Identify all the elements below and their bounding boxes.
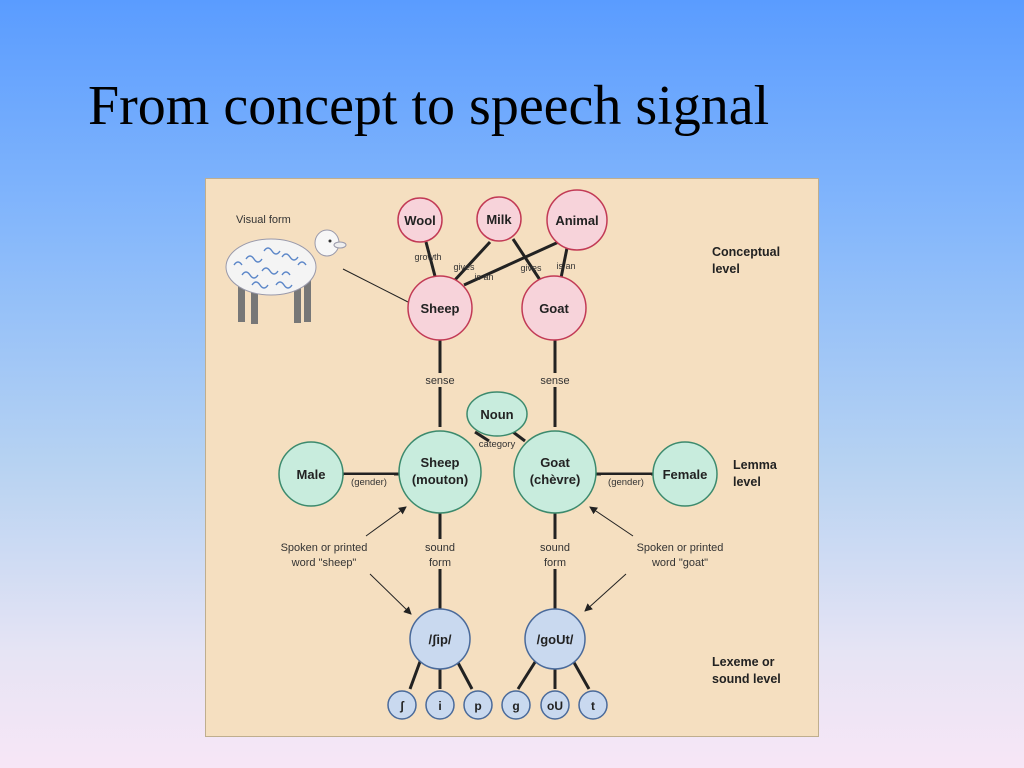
node-female <box>652 441 718 507</box>
segment-4-label: g <box>512 699 519 713</box>
link-seg-6 <box>570 658 591 690</box>
segment-2 <box>425 690 455 720</box>
link-animal-sheep <box>463 238 564 287</box>
link-label-gender-right: (gender) <box>608 477 644 488</box>
segment-3 <box>463 690 493 720</box>
node-sheep-lemma <box>398 430 482 514</box>
diagram-panel: Visual form Wool Milk Animal Sheep Goat … <box>205 178 819 737</box>
link-label-gender-left: (gender) <box>351 477 387 488</box>
concept-to-speech-diagram: Visual form Wool Milk Animal Sheep Goat … <box>225 189 781 720</box>
link-label-soundform-right-1: sound <box>540 542 570 554</box>
segment-3-label: p <box>474 699 481 713</box>
segment-4 <box>501 690 531 720</box>
arrow-left-to-lexeme <box>369 573 412 615</box>
link-label-growth: growth <box>414 252 441 262</box>
node-sheep-lemma-line1: Sheep <box>420 455 459 470</box>
link-category-left <box>474 430 490 443</box>
segment-1 <box>387 690 417 720</box>
node-female-label: Female <box>663 467 708 482</box>
segment-2-label: i <box>438 699 441 713</box>
link-milk-sheep <box>452 240 492 283</box>
node-milk <box>476 196 522 242</box>
link-label-sense-left: sense <box>425 375 454 387</box>
node-sheep-lemma-line2: (mouton) <box>412 472 468 487</box>
connector-lines <box>343 238 654 690</box>
input-right-line1: Spoken or printed <box>637 542 724 554</box>
segment-6 <box>578 690 608 720</box>
input-left-line1: Spoken or printed <box>281 542 368 554</box>
link-label-sense-right: sense <box>540 375 569 387</box>
link-label-is-an-left: is an <box>474 272 493 282</box>
node-goat-concept <box>521 275 587 341</box>
node-goat-lemma <box>513 430 597 514</box>
link-seg-3 <box>454 658 474 690</box>
node-milk-label: Milk <box>486 212 512 227</box>
link-seg-1 <box>408 658 423 690</box>
level-conceptual-line1: Conceptual <box>712 245 780 259</box>
sheep-drawing-icon <box>225 229 347 324</box>
visual-form-pointer <box>342 268 409 303</box>
link-label-gives-right: gives <box>520 263 542 273</box>
slide-title: From concept to speech signal <box>88 75 770 137</box>
node-animal-label: Animal <box>555 213 598 228</box>
link-label-category: category <box>479 439 516 450</box>
node-male-label: Male <box>297 467 326 482</box>
node-goat-concept-label: Goat <box>539 301 569 316</box>
arrow-right-to-lemma <box>589 506 634 537</box>
level-lemma-line2: level <box>733 475 761 489</box>
node-goat-lemma-line1: Goat <box>540 455 570 470</box>
node-goat-lexeme-label: /goUt/ <box>537 632 574 647</box>
node-goat-lexeme <box>524 608 586 670</box>
level-lexeme-line2: sound level <box>712 672 781 686</box>
segment-6-label: t <box>591 699 595 713</box>
node-wool-label: Wool <box>404 213 436 228</box>
arrow-left-to-lemma <box>365 506 407 537</box>
link-label-soundform-left-1: sound <box>425 542 455 554</box>
node-wool <box>397 197 443 243</box>
input-left-line2: word "sheep" <box>291 557 357 569</box>
node-sheep-concept-label: Sheep <box>420 301 459 316</box>
visual-form-label: Visual form <box>236 214 291 226</box>
segment-5 <box>540 690 570 720</box>
link-label-soundform-right-2: form <box>544 557 566 569</box>
node-sheep-lexeme-label: /ʃip/ <box>428 632 451 647</box>
link-label-is-an-right: is an <box>556 261 575 271</box>
node-noun <box>466 391 528 437</box>
node-sheep-lexeme <box>409 608 471 670</box>
node-animal <box>546 189 608 251</box>
segment-5-label: oU <box>547 699 563 713</box>
link-seg-4 <box>516 658 539 690</box>
link-label-gives-left: gives <box>453 262 475 272</box>
level-conceptual-line2: level <box>712 262 740 276</box>
link-label-soundform-left-2: form <box>429 557 451 569</box>
link-milk-goat <box>511 238 544 284</box>
node-noun-label: Noun <box>480 407 513 422</box>
input-right-line2: word "goat" <box>651 557 708 569</box>
level-lexeme-line1: Lexeme or <box>712 655 775 669</box>
arrow-right-to-lexeme <box>584 573 627 612</box>
node-goat-lemma-line2: (chèvre) <box>530 472 581 487</box>
segment-1-label: ʃ <box>399 699 405 713</box>
node-male <box>278 441 344 507</box>
link-wool-sheep <box>424 241 438 281</box>
node-sheep-concept <box>407 275 473 341</box>
level-lemma-line1: Lemma <box>733 458 778 472</box>
link-category-right <box>512 430 526 443</box>
